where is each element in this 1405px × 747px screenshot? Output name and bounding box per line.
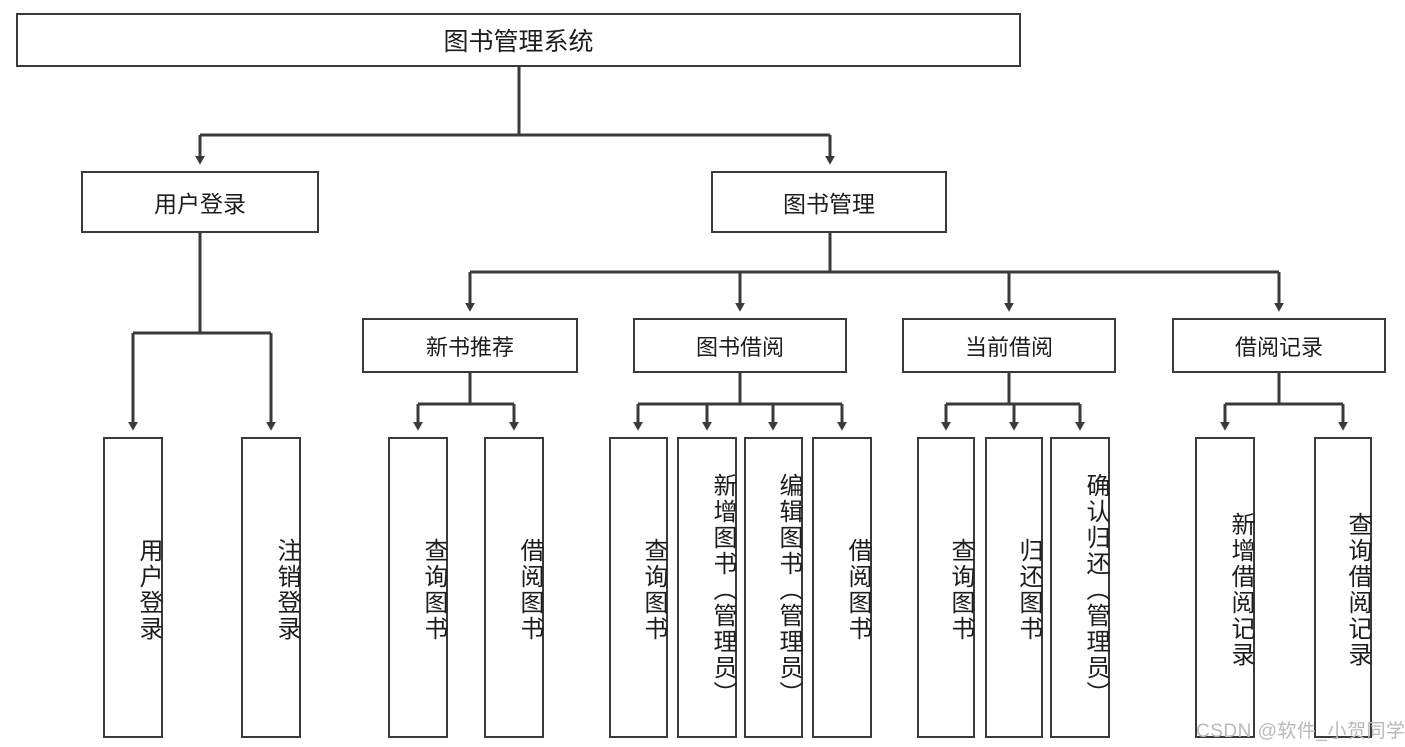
csdn-watermark: CSDN @软件_小贺同学	[1196, 721, 1405, 742]
leaf-label: 确认归还（管理员）	[1082, 472, 1109, 707]
leaf-label: 用户登录	[135, 537, 162, 642]
leaf-label: 编辑图书（管理员）	[775, 472, 802, 707]
node-root-system[interactable]: 图书管理系统	[16, 13, 1021, 67]
leaf-label: 查询借阅记录	[1344, 511, 1371, 668]
leaf-query-books-borrow[interactable]: 查询图书	[609, 437, 668, 738]
leaf-label: 借阅图书	[844, 537, 871, 642]
leaf-confirm-return-admin[interactable]: 确认归还（管理员）	[1050, 437, 1110, 738]
leaf-edit-book-admin[interactable]: 编辑图书（管理员）	[744, 437, 803, 738]
leaf-query-borrow-record[interactable]: 查询借阅记录	[1314, 437, 1372, 738]
leaf-borrow-books-rec[interactable]: 借阅图书	[484, 437, 544, 738]
leaf-return-book[interactable]: 归还图书	[985, 437, 1043, 738]
leaf-label: 新增借阅记录	[1227, 511, 1254, 668]
leaf-label: 注销登录	[273, 537, 300, 642]
leaf-label: 新增图书（管理员）	[709, 472, 736, 707]
node-borrowing-records[interactable]: 借阅记录	[1172, 318, 1386, 373]
node-book-management[interactable]: 图书管理	[711, 171, 947, 233]
leaf-label: 借阅图书	[516, 537, 543, 642]
leaf-logout[interactable]: 注销登录	[241, 437, 301, 738]
leaf-label: 归还图书	[1015, 537, 1042, 642]
leaf-label: 查询图书	[420, 537, 447, 642]
leaf-user-login[interactable]: 用户登录	[103, 437, 163, 738]
leaf-add-borrow-record[interactable]: 新增借阅记录	[1195, 437, 1255, 738]
node-book-borrowing[interactable]: 图书借阅	[633, 318, 847, 373]
leaf-query-books-rec[interactable]: 查询图书	[388, 437, 448, 738]
node-current-borrowing[interactable]: 当前借阅	[902, 318, 1116, 373]
node-user-login[interactable]: 用户登录	[81, 171, 319, 233]
leaf-borrow-book[interactable]: 借阅图书	[812, 437, 872, 738]
leaf-query-books-current[interactable]: 查询图书	[917, 437, 975, 738]
node-new-book-recommendation[interactable]: 新书推荐	[362, 318, 578, 373]
leaf-label: 查询图书	[947, 537, 974, 642]
leaf-add-book-admin[interactable]: 新增图书（管理员）	[677, 437, 737, 738]
leaf-label: 查询图书	[640, 537, 667, 642]
